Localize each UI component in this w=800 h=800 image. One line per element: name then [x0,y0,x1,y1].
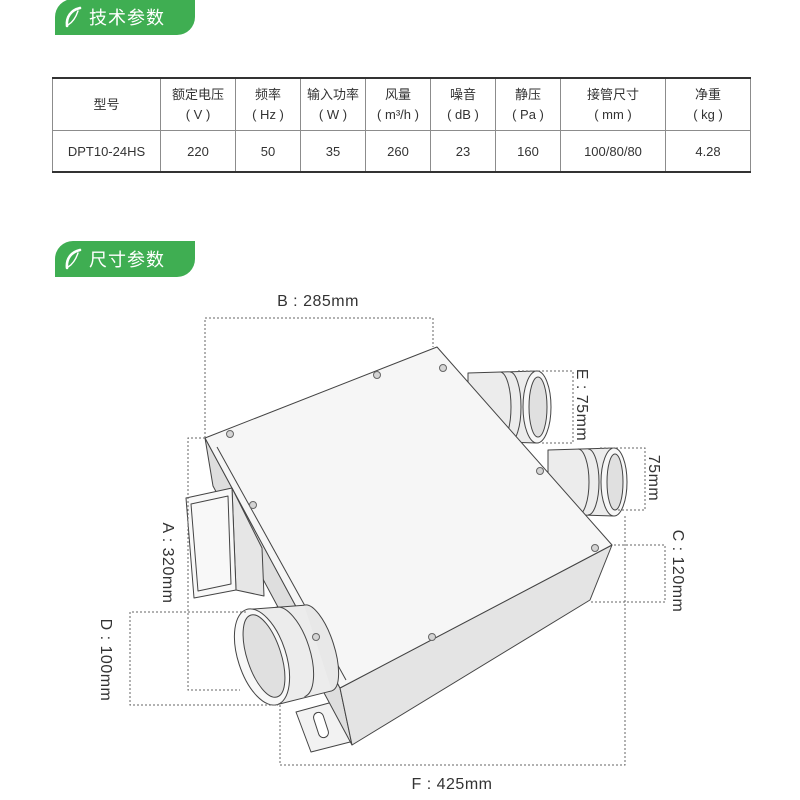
screw [439,364,447,372]
header-unit: ( V ) [185,106,211,122]
dim-line-f [279,514,626,766]
header-unit: ( m³/h ) [377,106,419,122]
dim-label-e: E : 75mm [573,369,590,441]
table-header-row: 型号 额定电压 ( V ) 频率 ( Hz ) 输入功率 ( W ) 风量 ( … [52,78,751,131]
screw [249,501,257,509]
cell-airflow: 260 [365,130,431,172]
header-name: 频率 [254,86,281,102]
header-unit: ( W ) [318,106,348,122]
screw [226,430,234,438]
pipe-opening-inner [528,376,548,438]
box-top-face [204,346,613,689]
cell-voltage: 220 [160,130,236,172]
dim-label-a: A : 320mm [159,523,176,604]
dimension-section-tab: 尺寸参数 [55,241,195,277]
leaf-icon [65,6,82,28]
tech-section-title: 技术参数 [89,8,165,28]
header-voltage: 额定电压 ( V ) [160,78,236,131]
dim-label-f: F : 425mm [412,776,493,793]
header-name: 噪音 [449,86,476,102]
cell-frequency: 50 [235,130,301,172]
header-airflow: 风量 ( m³/h ) [365,78,431,131]
cell-model: DPT10-24HS [52,130,161,172]
duct-opening [185,487,237,599]
unit-dimension-drawing: B : 285mm E : 75mm 75mm C : 120mm A : 32… [97,293,686,793]
header-net-weight: 净重 ( kg ) [665,78,751,131]
dim-label-b: B : 285mm [277,293,359,310]
header-unit: ( kg ) [693,106,723,122]
dim-label-c: C : 120mm [669,530,686,613]
dim-label-d: D : 100mm [97,619,114,702]
bracket-slot [313,711,329,739]
header-name: 型号 [93,96,120,112]
screw [591,544,599,552]
header-unit: ( dB ) [447,106,479,122]
screw [373,371,381,379]
dimension-section-title: 尺寸参数 [89,250,165,270]
pipe-d-left [233,604,340,706]
dim-line-pipe-2 [600,447,646,511]
cell-power: 35 [300,130,366,172]
screw [428,633,436,641]
header-unit: ( Hz ) [252,106,284,122]
cell-noise: 23 [430,130,496,172]
header-model: 型号 [52,78,161,131]
header-noise: 噪音 ( dB ) [430,78,496,131]
cell-net-weight: 4.28 [665,130,751,172]
cell-pipe-size: 100/80/80 [560,130,666,172]
header-static-pressure: 静压 ( Pa ) [495,78,561,131]
header-name: 静压 [514,86,541,102]
header-unit: ( mm ) [594,106,632,122]
header-name: 净重 [694,86,721,102]
pipe-ring [275,606,315,698]
screw [536,467,544,475]
header-power: 输入功率 ( W ) [300,78,366,131]
pipe-opening-inner [606,453,624,511]
header-frequency: 频率 ( Hz ) [235,78,301,131]
duct-opening-inner [190,495,232,592]
pipe-opening-inner [242,614,286,698]
pipe-ring [587,448,600,516]
pipe-outline [246,604,333,705]
screws [226,364,599,641]
dim-line-c [590,544,666,603]
dim-line-b [204,317,434,438]
header-pipe-size: 接管尺寸 ( mm ) [560,78,666,131]
dim-line-a [187,437,240,691]
table-row: DPT10-24HS 220 50 35 260 23 160 100/80/8… [52,130,751,172]
dim-line-d [129,611,278,706]
tech-section-tab: 技术参数 [55,0,195,35]
header-name: 输入功率 [306,86,359,102]
dimension-lines [129,317,666,766]
leaf-icon [65,248,82,270]
header-name: 风量 [384,86,411,102]
duct-rect-left [185,487,265,599]
header-unit: ( Pa ) [512,106,544,122]
dim-label-pipe-2: 75mm [645,455,662,501]
header-name: 额定电压 [171,86,224,102]
unit-illustration [185,346,628,753]
dimension-labels: B : 285mm E : 75mm 75mm C : 120mm A : 32… [97,293,686,793]
spec-table: 型号 额定电压 ( V ) 频率 ( Hz ) 输入功率 ( W ) 风量 ( … [52,77,751,173]
screw [312,633,320,641]
cell-static-pressure: 160 [495,130,561,172]
header-name: 接管尺寸 [586,86,639,102]
